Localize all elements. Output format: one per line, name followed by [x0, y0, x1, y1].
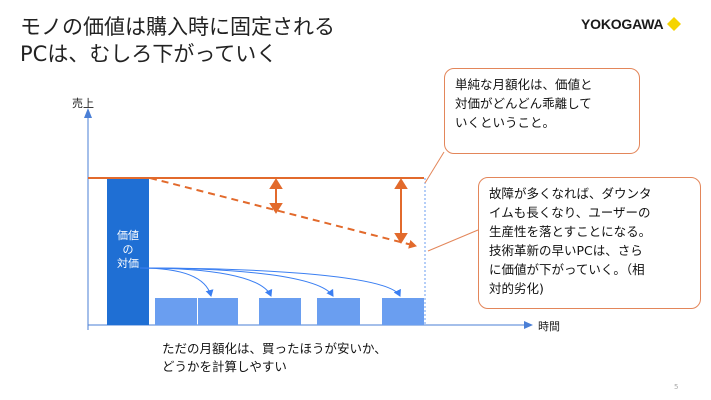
value-bar-label: 価値 の 対価: [117, 229, 139, 270]
monthly-bar-1: [155, 298, 197, 325]
distribution-arrows: [139, 267, 401, 297]
logo-text: YOKOGAWA: [581, 16, 664, 32]
monthly-bar-2: [198, 298, 238, 325]
page-number: 5: [674, 383, 679, 391]
yokogawa-logo: YOKOGAWA: [581, 12, 682, 36]
y-axis-label: 売上: [72, 97, 94, 110]
monthly-bar-4: [317, 298, 360, 325]
gap-arrow-1: [269, 178, 283, 214]
callout-right-pointer: [427, 229, 479, 252]
y-axis: [84, 108, 92, 330]
monthly-bar-5: [382, 298, 424, 325]
declining-value-line: [149, 177, 417, 249]
callout-depreciation: 故障が多くなれば、ダウンタ イムも長くなり、ユーザーの 生産性を落とすことになる…: [478, 177, 701, 309]
monthly-bar-3: [259, 298, 301, 325]
title-line-1: モノの価値は購入時に固定される: [20, 15, 335, 39]
x-axis: [88, 321, 533, 329]
slide-title: モノの価値は購入時に固定される PCは、むしろ下がっていく: [20, 14, 335, 68]
caption: ただの月額化は、買ったほうが安いか、 どうかを計算しやすい: [162, 341, 387, 374]
x-axis-label: 時間: [538, 320, 560, 333]
callout-divergence: 単純な月額化は、価値と 対価がどんどん乖離して いくということ。: [444, 68, 640, 154]
diamond-logo-icon: [667, 17, 682, 31]
gap-arrow-2: [394, 178, 408, 244]
value-bar: [107, 178, 149, 325]
callout-top-pointer: [424, 151, 445, 184]
title-line-2: PCは、むしろ下がっていく: [20, 42, 278, 66]
